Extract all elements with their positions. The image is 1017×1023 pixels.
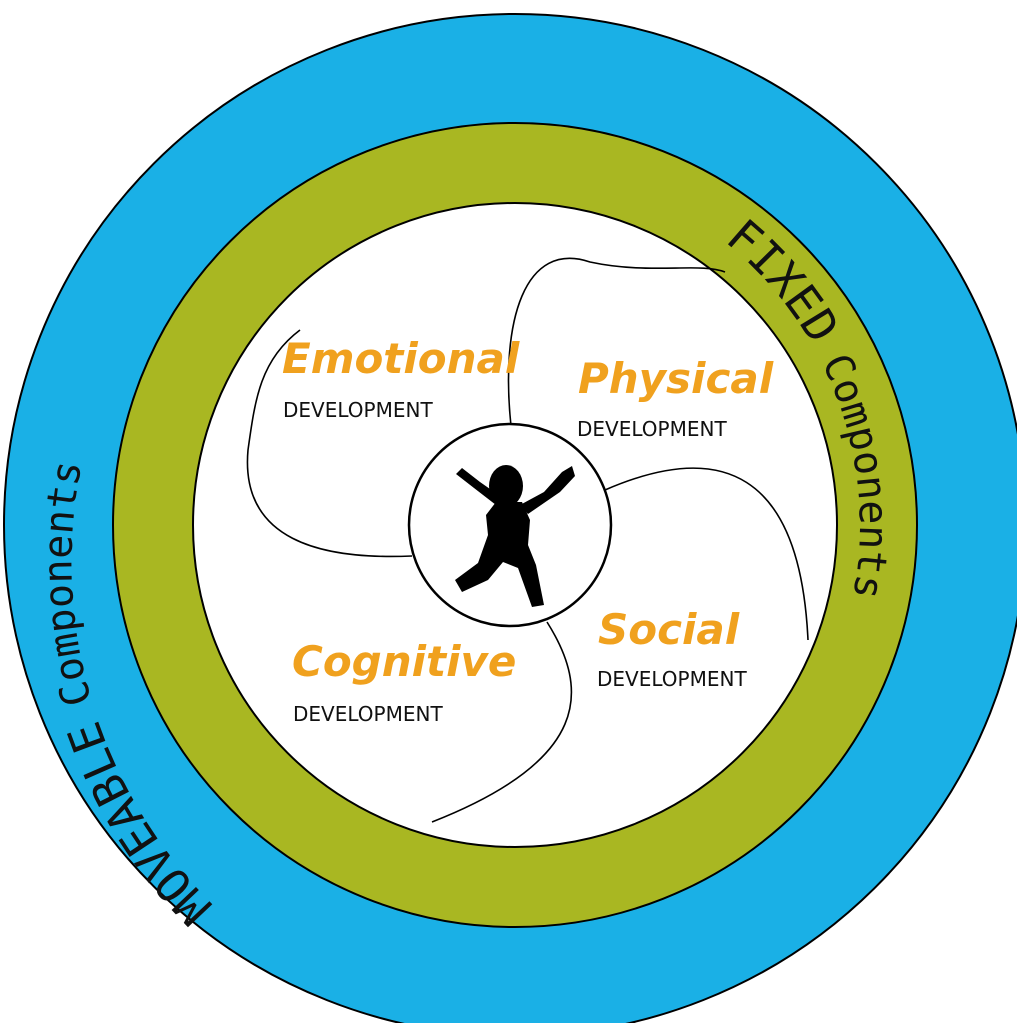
domain-title-social: Social	[598, 605, 740, 654]
domain-title-emotional: Emotional	[282, 334, 520, 383]
divider-physical-social	[604, 467, 809, 641]
domain-physical: Physical DEVELOPMENT	[577, 354, 774, 441]
pinwheel-dividers	[246, 257, 809, 823]
domain-subtitle-cognitive: DEVELOPMENT	[293, 702, 443, 726]
divider-social-cognitive	[431, 621, 573, 823]
domain-social: Social DEVELOPMENT	[597, 605, 747, 691]
domain-subtitle-physical: DEVELOPMENT	[577, 417, 727, 441]
domain-emotional: Emotional DEVELOPMENT	[282, 334, 520, 422]
domain-title-physical: Physical	[578, 354, 774, 403]
child-silhouette-icon	[455, 465, 575, 607]
domain-title-cognitive: Cognitive	[292, 637, 516, 686]
domain-subtitle-emotional: DEVELOPMENT	[283, 398, 433, 422]
divider-emotional-physical	[507, 257, 726, 427]
divider-cognitive-emotional	[246, 329, 413, 558]
domain-cognitive: Cognitive DEVELOPMENT	[292, 637, 516, 726]
domain-subtitle-social: DEVELOPMENT	[597, 667, 747, 691]
